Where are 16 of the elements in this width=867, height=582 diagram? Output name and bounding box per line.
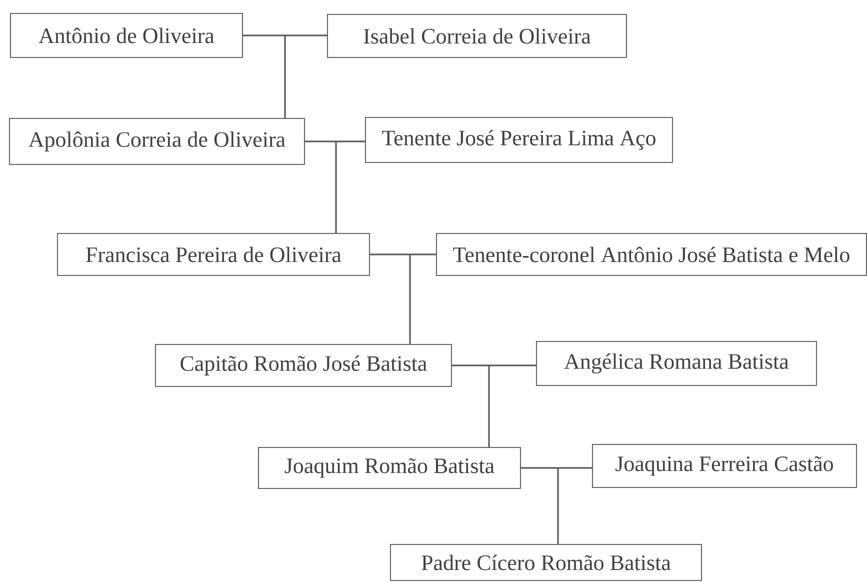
family-line — [242, 34, 327, 118]
person-box: Padre Cícero Romão Batista — [390, 544, 702, 581]
family-line — [304, 140, 365, 233]
family-line — [452, 364, 536, 447]
person-box: Antônio de Oliveira — [10, 13, 243, 58]
person-box: Francisca Pereira de Oliveira — [57, 233, 370, 276]
family-line — [520, 467, 592, 544]
person-box: Joaquina Ferreira Castão — [592, 444, 857, 488]
person-box: Joaquim Romão Batista — [258, 447, 521, 489]
person-box: Capitão Romão José Batista — [155, 344, 452, 387]
person-box: Isabel Correia de Oliveira — [327, 14, 627, 58]
person-box: Apolônia Correia de Oliveira — [9, 118, 305, 165]
person-box: Angélica Romana Batista — [536, 341, 817, 386]
person-box: Tenente José Pereira Lima Aço — [365, 117, 673, 163]
person-box: Tenente-coronel Antônio José Batista e Melo — [436, 233, 867, 276]
family-line — [370, 254, 436, 344]
